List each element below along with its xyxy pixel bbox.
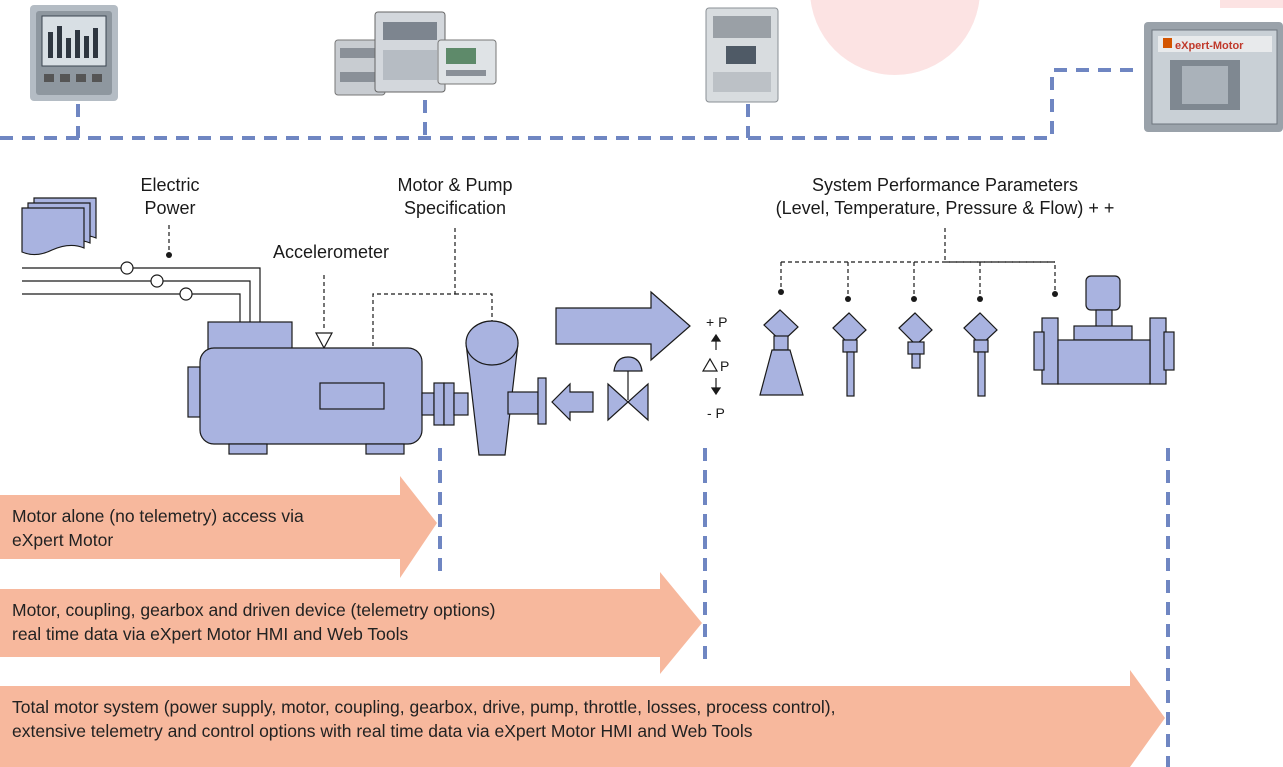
temperature-sensor-2: [963, 312, 998, 397]
band-3-arrow: [0, 670, 1165, 767]
power-meter-image: [30, 5, 118, 101]
throttle-valve: [607, 356, 649, 422]
flow-meter: [1033, 275, 1175, 385]
accelerometer-label: Accelerometer: [272, 242, 390, 262]
delta-triangle-icon: [701, 357, 719, 372]
pressure-sensor: [898, 312, 933, 369]
band-1-text: Motor alone (no telemetry) access via eX…: [12, 504, 304, 552]
band-3-text: Total motor system (power supply, motor,…: [12, 695, 836, 743]
band-1-line-1: Motor alone (no telemetry) access via: [12, 506, 304, 526]
band-2-line-1: Motor, coupling, gearbox and driven devi…: [12, 600, 496, 620]
background-bubble: [810, 0, 980, 75]
electric-power-label: Electric Power: [115, 174, 225, 220]
pressure-delta-label: P: [720, 358, 730, 374]
flow-arrow-small: [551, 382, 594, 422]
drive-image: [705, 7, 779, 103]
hmi-screen-image: eXpert-Motor: [1144, 22, 1283, 132]
accelerometer-arrow-icon: [315, 332, 333, 350]
current-sensors: [120, 261, 193, 301]
power-wires: [22, 267, 261, 330]
system-performance-line-1: System Performance Parameters: [811, 175, 1079, 195]
controller-image: [334, 11, 497, 96]
temperature-sensor-1: [832, 312, 867, 397]
system-performance-line-2: (Level, Temperature, Pressure & Flow) + …: [775, 198, 1115, 218]
hmi-screen-title: eXpert-Motor: [1175, 40, 1244, 52]
electric-motor: [187, 321, 469, 455]
band-1-line-2: eXpert Motor: [12, 530, 114, 550]
electric-power-line-2: Power: [144, 198, 196, 218]
electric-power-line-1: Electric: [140, 175, 200, 195]
motor-pump-spec-label: Motor & Pump Specification: [360, 174, 550, 220]
level-radar-sensor: [759, 309, 804, 396]
motor-pump-spec-line-1: Motor & Pump: [397, 175, 513, 195]
centrifugal-pump: [465, 320, 547, 456]
band-2-text: Motor, coupling, gearbox and driven devi…: [12, 598, 495, 646]
network-bus: [0, 68, 1170, 767]
documents-icon: [21, 197, 97, 256]
flow-arrow-large: [555, 290, 691, 362]
pressure-arrows: [701, 333, 722, 396]
leader-lines: [168, 225, 1056, 396]
band-3-line-2: extensive telemetry and control options …: [12, 721, 753, 741]
pressure-low-label: - P: [707, 405, 725, 421]
background-corner: [1220, 0, 1283, 8]
band-3-line-1: Total motor system (power supply, motor,…: [12, 697, 836, 717]
pressure-high-label: + P: [706, 314, 728, 330]
band-1-arrow: [0, 476, 437, 578]
system-performance-label: System Performance Parameters (Level, Te…: [730, 174, 1160, 220]
band-2-line-2: real time data via eXpert Motor HMI and …: [12, 624, 409, 644]
band-2-arrow: [0, 572, 702, 674]
motor-pump-spec-line-2: Specification: [403, 198, 507, 218]
